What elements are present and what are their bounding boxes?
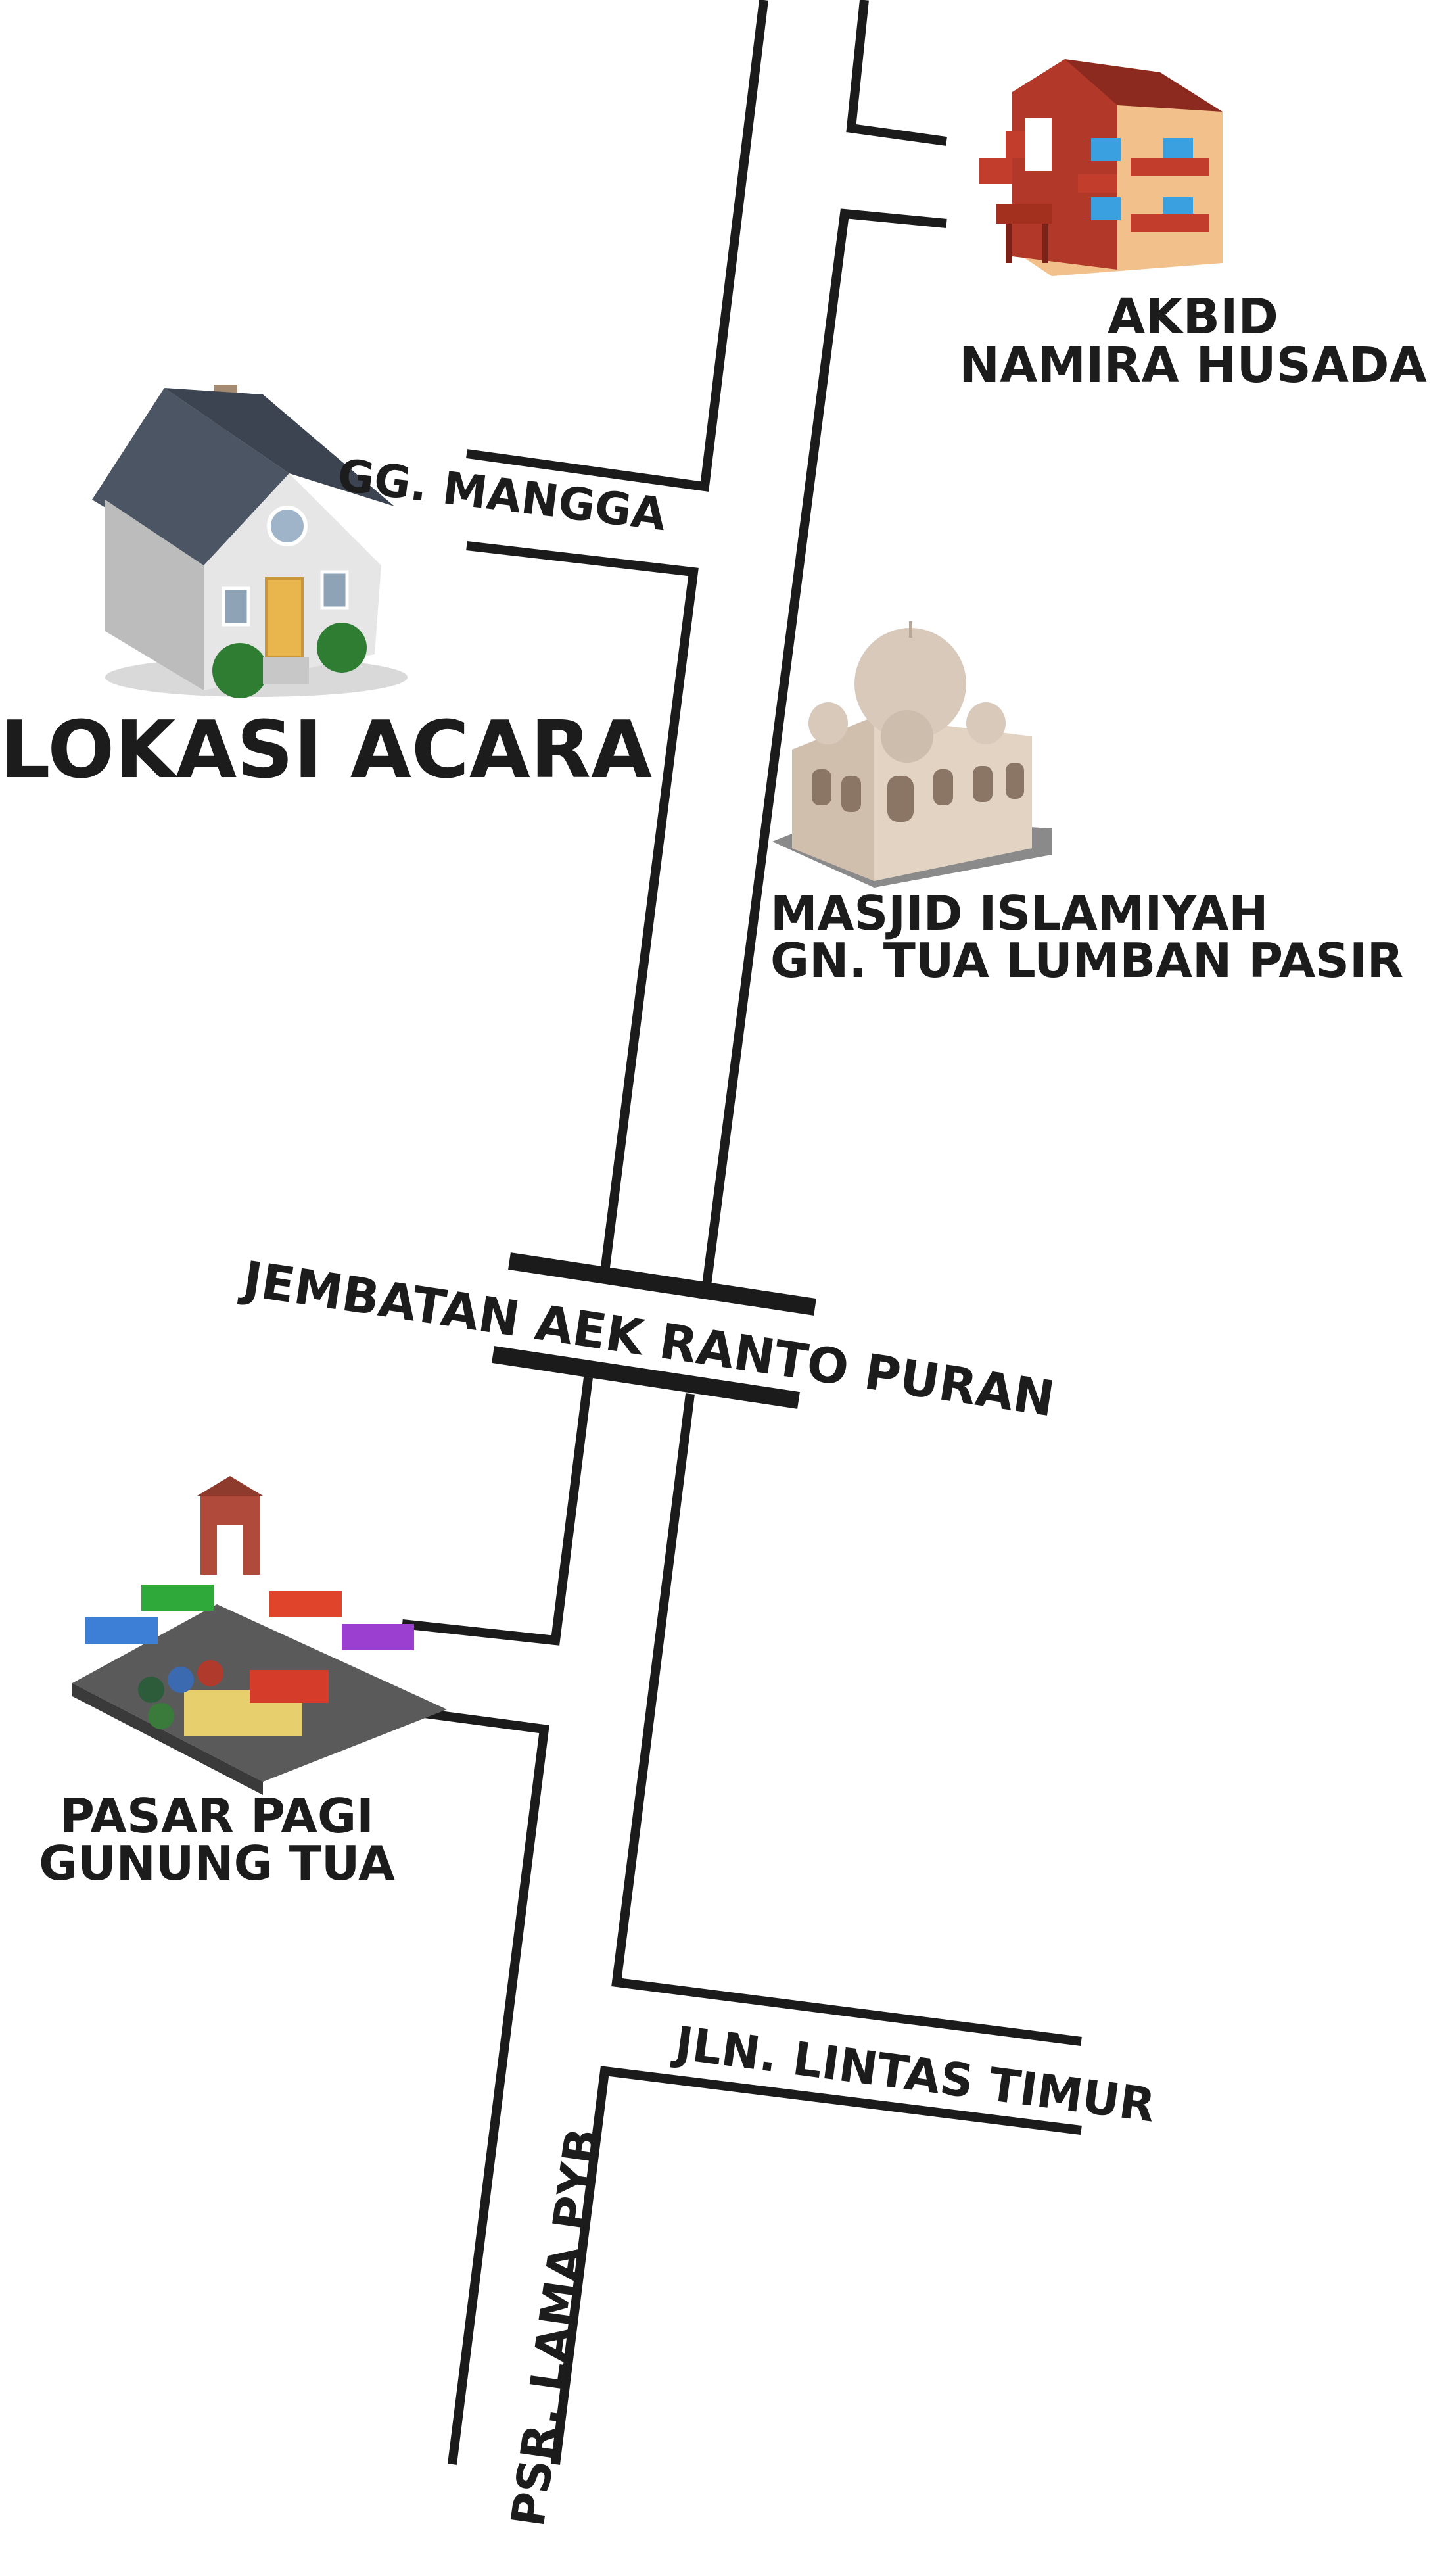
market-label-line1: PASAR PAGI bbox=[60, 1788, 374, 1844]
market-label-line2: GUNUNG TUA bbox=[39, 1836, 395, 1891]
akbid-label-line1: AKBID bbox=[1108, 289, 1278, 345]
main-road-left-edge-lower bbox=[402, 1377, 593, 1646]
mosque-label: MASJID ISLAMIYAH GN. TUA LUMBAN PASIR bbox=[770, 890, 1441, 984]
akbid-label-line2: NAMIRA HUSADA bbox=[959, 337, 1427, 394]
school-building-icon bbox=[979, 59, 1223, 276]
market-label: PASAR PAGI GUNUNG TUA bbox=[20, 1792, 414, 1887]
main-road-right-edge-mid bbox=[702, 208, 947, 1286]
main-road-right-edge bbox=[846, 0, 947, 146]
venue-label: LOKASI ACARA bbox=[0, 705, 652, 796]
bridge-bar-bottom bbox=[492, 1346, 800, 1409]
mosque-label-line1: MASJID ISLAMIYAH bbox=[770, 886, 1269, 941]
mosque-label-line2: GN. TUA LUMBAN PASIR bbox=[770, 933, 1404, 988]
main-road-left-edge-bottom bbox=[394, 1705, 549, 2465]
main-road-left-edge-mid bbox=[466, 541, 699, 1273]
akbid-label: AKBID NAMIRA HUSADA bbox=[940, 293, 1446, 390]
main-road-right-edge-lower bbox=[611, 1393, 1082, 2046]
market-icon bbox=[72, 1476, 447, 1795]
main-road-right-edge-bottom bbox=[551, 2066, 1082, 2465]
house-icon bbox=[92, 385, 408, 698]
main-road-left-edge bbox=[466, 0, 768, 492]
mosque-icon bbox=[772, 621, 1052, 888]
bridge-bar-top bbox=[508, 1252, 816, 1316]
